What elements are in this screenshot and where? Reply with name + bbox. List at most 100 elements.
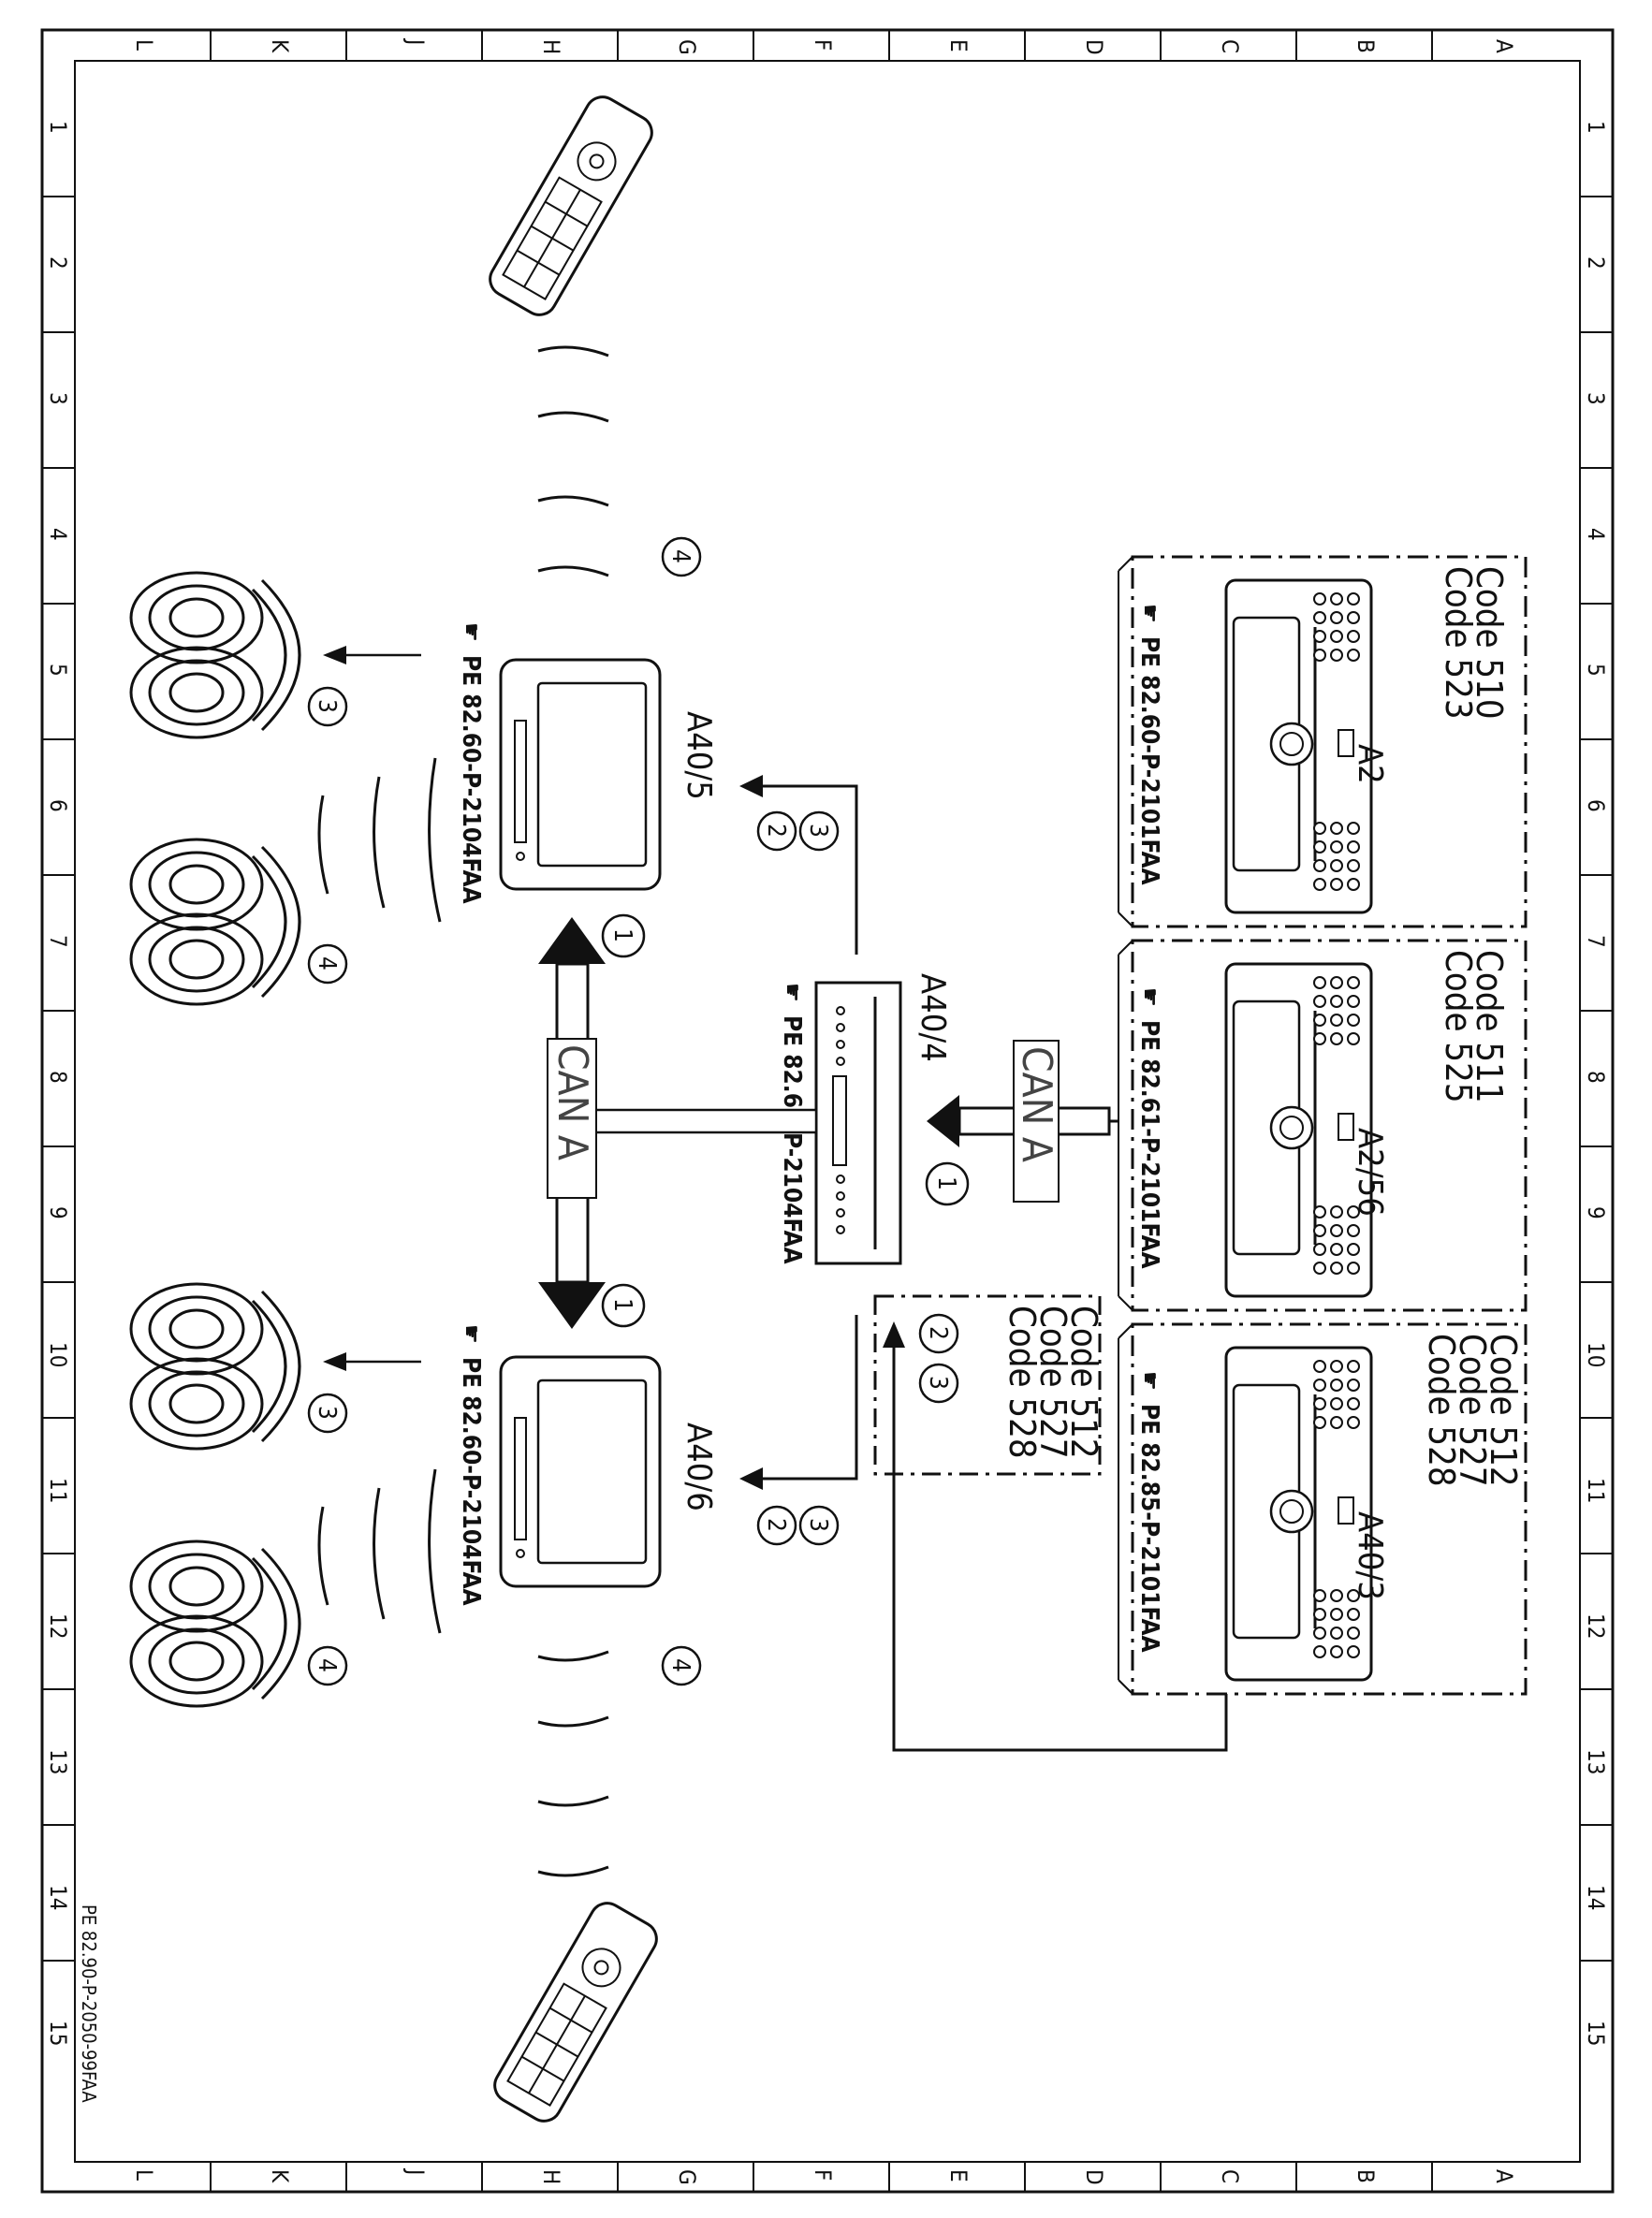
grid-row-right-8: 8 [1583,1071,1609,1084]
headphones-wired-top-icon [129,571,301,739]
svg-text:3: 3 [804,824,832,838]
marker-3-headphones-bottom: 3 [307,1393,348,1434]
grid-row-right-12: 12 [1583,1613,1609,1639]
svg-text:2: 2 [762,824,790,838]
grid-col-top-H: H [538,39,564,54]
grid-col-bottom-B: B [1352,2169,1379,2183]
svg-text:1: 1 [932,1176,960,1190]
headphones-group [129,571,301,1708]
unit-a2-code-1: Code 510 [1469,566,1510,720]
svg-text:2: 2 [924,1326,952,1340]
grid-row-left-13: 13 [45,1749,71,1774]
ir-waves-bottom [537,1650,609,1877]
grid-col-top-K: K [267,39,293,53]
grid-row-right-9: 9 [1583,1206,1609,1219]
headphones-wireless-bottom-icon [129,1539,301,1708]
grid-row-right-7: 7 [1583,935,1609,948]
grid-row-left-8: 8 [45,1071,71,1084]
screen-a40-5-ref: PE 82.60-P-2104FAA [457,655,485,904]
wired-arrow-a40-6 [323,1352,421,1371]
grid-row-right-10: 10 [1583,1342,1609,1367]
signal-arrow-to-a40-5 [739,775,858,955]
unit-box-a2 [1118,555,1528,928]
grid-col-bottom-F: F [810,2169,836,2181]
grid-col-bottom-D: D [1081,2169,1107,2185]
grid-row-left-10: 10 [45,1342,71,1367]
marker-4-headphones-top: 4 [307,943,348,985]
unit-a2-ref-icon: ☛ [1135,604,1163,623]
signal-arrow-to-a40-6 [739,1315,858,1490]
outer-frame [40,28,1615,2194]
code-box-line-2: Code 527 [1032,1306,1074,1459]
screen-a40-5 [499,658,662,891]
grid-row-right-2: 2 [1583,256,1609,270]
grid-row-right-14: 14 [1583,1885,1609,1910]
can-label-upper: CAN A [1013,1046,1060,1162]
grid-col-top-A: A [1491,39,1517,53]
can-label-lower: CAN A [548,1044,596,1160]
marker-1-bottom-screen: 1 [601,1283,646,1328]
grid-row-left-15: 15 [45,2021,71,2046]
grid-col-top-E: E [945,39,972,52]
unit-a40-3-code-1: Code 512 [1483,1334,1524,1487]
svg-text:4: 4 [666,549,694,563]
svg-text:4: 4 [313,956,341,970]
code-box-middle [873,1294,1102,1476]
svg-text:1: 1 [608,928,636,942]
grid-row-right-1: 1 [1583,121,1609,134]
dvd-player-ref: PE 82.60-P-2104FAA [778,1015,806,1264]
grid-col-top-J: J [402,37,429,45]
grid-col-top-G: G [674,39,700,55]
grid-row-left-4: 4 [45,528,71,541]
grid-col-top-B: B [1352,39,1379,53]
screen-a40-5-id: A40/5 [680,711,718,800]
code-box-line-1: Code 512 [1063,1306,1104,1459]
grid-row-right-15: 15 [1583,2021,1609,2046]
grid-row-right-6: 6 [1583,799,1609,812]
svg-text:3: 3 [924,1376,952,1390]
grid-row-right-13: 13 [1583,1749,1609,1774]
grid-col-bottom-C: C [1217,2169,1243,2183]
unit-box-a2-56 [1118,939,1528,1312]
screen-a40-6-ref-icon: ☛ [457,1324,485,1344]
can-link-upper [927,1040,1118,1203]
svg-text:3: 3 [313,1406,341,1420]
grid-row-right-5: 5 [1583,664,1609,677]
marker-2-a40-6: 2 [756,1505,797,1546]
grid-row-left-14: 14 [45,1885,71,1910]
screen-a40-5-ref-icon: ☛ [457,622,485,642]
unit-box-a40-3 [1118,1322,1528,1696]
grid-col-bottom-A: A [1491,2169,1517,2183]
marker-3-a40-6: 3 [798,1505,840,1546]
grid-col-top-L: L [131,39,157,51]
svg-text:4: 4 [313,1658,341,1672]
grid-row-left-2: 2 [45,256,71,270]
inner-frame [74,60,1581,2163]
grid-row-right-4: 4 [1583,528,1609,541]
unit-a40-3-code-3: Code 528 [1421,1334,1462,1487]
svg-text:2: 2 [762,1518,790,1532]
remote-control-bottom-icon [493,1902,658,2123]
ir-waves-headphones-top [317,757,442,923]
grid-col-top-D: D [1081,39,1107,55]
can-bus-lower [538,917,818,1329]
grid-col-top-C: C [1217,39,1243,53]
marker-3-code-box: 3 [918,1363,959,1404]
unit-a2-56-ref: PE 82.61-P-2101FAA [1135,1020,1163,1269]
headphones-wired-bottom-icon [129,1282,301,1451]
unit-a2-56-id: A2/56 [1351,1128,1389,1217]
grid-row-left-3: 3 [45,392,71,405]
unit-a2-56-code-1: Code 511 [1469,950,1510,1103]
grid-col-bottom-E: E [945,2169,972,2182]
grid-row-left-9: 9 [45,1206,71,1219]
grid-row-left-5: 5 [45,664,71,677]
marker-2-code-box: 2 [918,1313,959,1354]
grid-row-left-11: 11 [45,1478,71,1503]
svg-text:3: 3 [804,1518,832,1532]
marker-4-top-remote: 4 [661,536,702,577]
marker-2-a40-5: 2 [756,810,797,852]
